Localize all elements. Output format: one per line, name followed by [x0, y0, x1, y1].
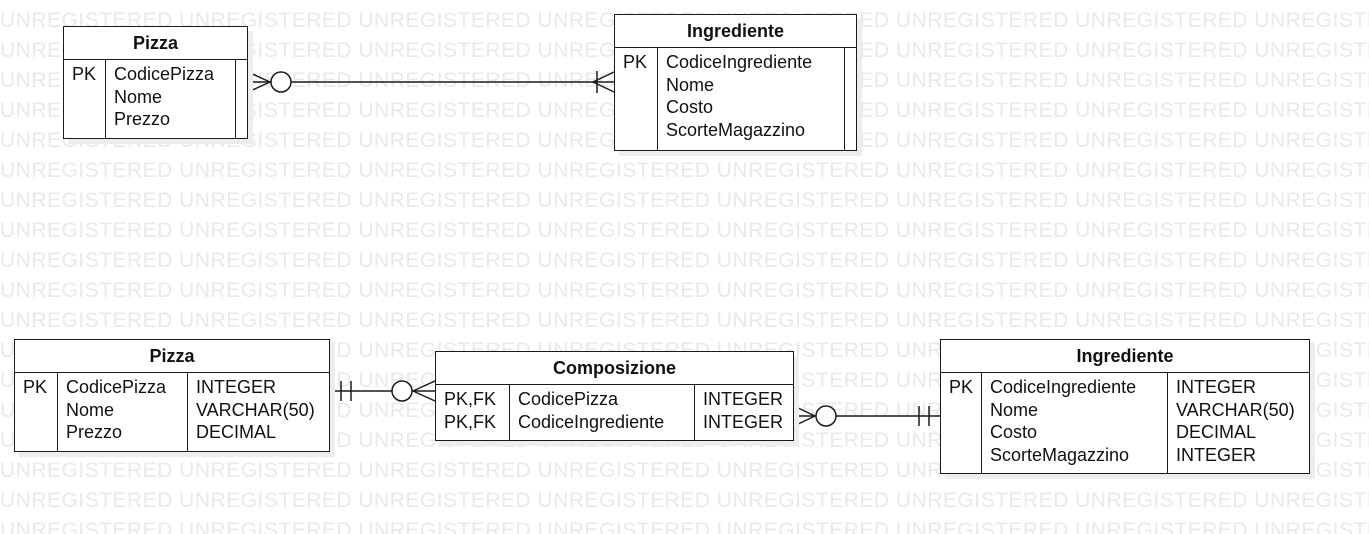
empty-type-column: [844, 48, 856, 150]
field-name: CodiceIngrediente: [666, 52, 813, 72]
key-label: PK,FK: [444, 389, 497, 409]
field-column: CodicePizza CodiceIngrediente: [509, 385, 694, 440]
field-name: CodicePizza: [518, 389, 619, 409]
key-column: PK: [941, 373, 981, 473]
field-name: Prezzo: [114, 109, 171, 130]
field-type: DECIMAL: [196, 422, 277, 443]
entity-title: Pizza: [64, 27, 247, 60]
key-label: PK: [72, 64, 97, 84]
field-type: VARCHAR(50): [196, 399, 315, 420]
key-label: PK: [23, 377, 48, 397]
field-type: INTEGER: [196, 377, 277, 397]
relationship-pizza-ingrediente: [247, 71, 615, 93]
optional-circle-pizza: [270, 71, 292, 93]
entity-title: Composizione: [436, 352, 793, 385]
optional-circle-composizione-right: [815, 405, 837, 427]
entity-composizione[interactable]: Composizione PK,FK PK,FK CodicePizza Cod…: [435, 351, 794, 441]
entity-ingrediente-physical[interactable]: Ingrediente PK CodiceIngrediente Nome Co…: [940, 339, 1310, 474]
type-column: INTEGER VARCHAR(50) DECIMAL: [187, 373, 329, 451]
key-label: PK,FK: [444, 411, 497, 432]
crowfoot-pizza-lower: [247, 81, 271, 93]
crowfoot-composizione-upper: [412, 380, 436, 392]
field-column: CodiceIngrediente Nome Costo ScorteMagaz…: [981, 373, 1167, 473]
field-type: DECIMAL: [1176, 422, 1257, 443]
field-type: VARCHAR(50): [1176, 399, 1295, 420]
entity-title: Ingrediente: [941, 340, 1309, 373]
field-type: INTEGER: [1176, 377, 1257, 397]
entity-title: Ingrediente: [615, 15, 856, 48]
field-name: CodicePizza: [114, 64, 215, 84]
key-column: PK: [15, 373, 57, 451]
crowfoot-composizione-right-upper: [793, 405, 816, 417]
relationship-composizione-ingrediente: [793, 405, 940, 427]
field-name: ScorteMagazzino: [666, 120, 806, 141]
field-type: INTEGER: [1176, 445, 1257, 466]
field-name: Nome: [990, 399, 1039, 420]
field-type: INTEGER: [703, 389, 784, 409]
entity-title: Pizza: [15, 340, 329, 373]
crowfoot-ingrediente-upper: [592, 71, 615, 83]
optional-circle-composizione: [391, 380, 413, 402]
entity-pizza-physical[interactable]: Pizza PK CodicePizza Nome Prezzo INTEGER…: [14, 339, 330, 452]
crowfoot-ingrediente-lower: [592, 81, 615, 93]
field-name: Prezzo: [66, 422, 123, 443]
type-column: INTEGER VARCHAR(50) DECIMAL INTEGER: [1167, 373, 1309, 473]
crowfoot-composizione-lower: [412, 390, 436, 402]
crowfoot-pizza-upper: [247, 71, 271, 83]
field-column: CodiceIngrediente Nome Costo ScorteMagaz…: [657, 48, 844, 150]
key-label: PK: [623, 52, 648, 72]
field-name: CodiceIngrediente: [990, 377, 1137, 397]
key-column: PK,FK PK,FK: [436, 385, 509, 440]
field-name: Costo: [666, 97, 714, 118]
key-label: PK: [949, 377, 974, 397]
field-name: Costo: [990, 422, 1038, 443]
field-name: CodiceIngrediente: [518, 411, 665, 432]
field-name: Nome: [666, 74, 715, 95]
relationship-pizza-composizione: [330, 380, 436, 402]
empty-type-column: [235, 60, 247, 138]
field-name: Nome: [114, 86, 163, 107]
field-column: CodicePizza Nome Prezzo: [105, 60, 235, 138]
crowfoot-composizione-right-lower: [793, 415, 816, 427]
field-name: Nome: [66, 399, 115, 420]
key-column: PK: [64, 60, 105, 138]
key-column: PK: [615, 48, 657, 150]
field-column: CodicePizza Nome Prezzo: [57, 373, 187, 451]
type-column: INTEGER INTEGER: [694, 385, 793, 440]
field-type: INTEGER: [703, 411, 784, 432]
field-name: ScorteMagazzino: [990, 445, 1130, 466]
field-name: CodicePizza: [66, 377, 167, 397]
entity-ingrediente-conceptual[interactable]: Ingrediente PK CodiceIngrediente Nome Co…: [614, 14, 857, 151]
entity-pizza-conceptual[interactable]: Pizza PK CodicePizza Nome Prezzo: [63, 26, 248, 139]
